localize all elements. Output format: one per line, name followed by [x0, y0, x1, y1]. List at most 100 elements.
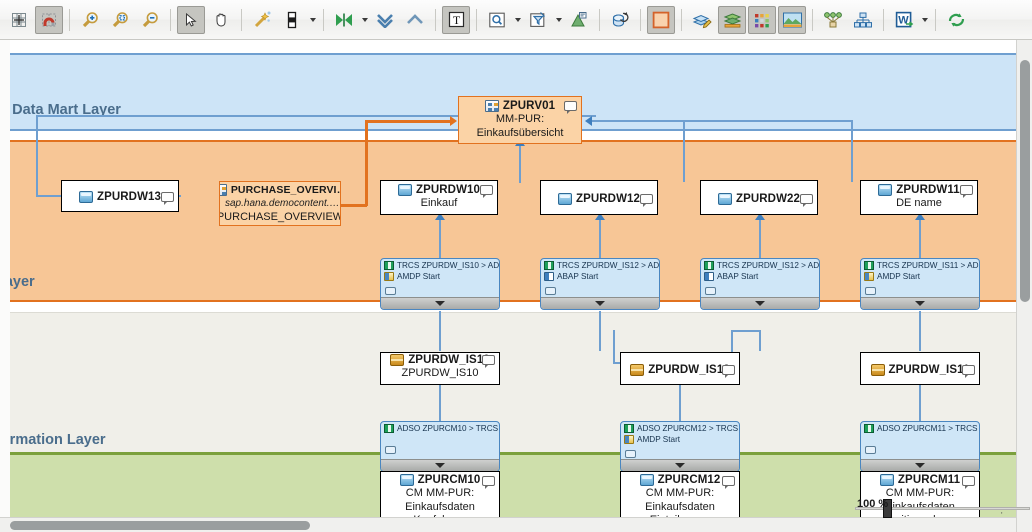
transformation-header: ADSO ZPURCM11 > TRCS ZP…: [861, 422, 979, 433]
sync-refresh-icon[interactable]: [942, 6, 970, 34]
zoom-level-label: 100 %: [857, 498, 889, 510]
node-title: ZPURV01: [502, 100, 556, 112]
comment-bubble-icon[interactable]: [865, 446, 876, 454]
transformation-is22[interactable]: TRCS ZPURDW_IS12 > ADSO… ABAP Start: [700, 258, 820, 310]
chevron-down-icon[interactable]: [512, 7, 523, 33]
find-icon[interactable]: [483, 6, 511, 34]
horizontal-scrollbar[interactable]: [0, 517, 1016, 532]
snap-to-grid-icon[interactable]: [35, 5, 63, 34]
node-zpurdw22[interactable]: ZPURDW22: [700, 180, 818, 215]
comment-bubble-icon[interactable]: [960, 185, 973, 198]
select-pointer-icon[interactable]: [177, 5, 205, 34]
layer-edit-icon[interactable]: [688, 6, 716, 34]
lineage-diagram-canvas[interactable]: al Data Mart Layer Layer formation Layer: [0, 40, 1032, 532]
comment-bubble-icon[interactable]: [161, 192, 174, 205]
chevron-down-icon[interactable]: [307, 7, 318, 33]
filter-icon[interactable]: [524, 6, 552, 34]
comment-bubble-icon[interactable]: [545, 287, 556, 295]
node-zpurv01[interactable]: ZPURV01 MM-PUR: Einkaufsübersicht: [458, 96, 582, 144]
comment-bubble-icon[interactable]: [722, 476, 735, 489]
amdp-start-icon: [384, 272, 394, 281]
transformation-is12[interactable]: TRCS ZPURDW_IS12 > ADSO… ABAP Start: [540, 258, 660, 310]
transformation-cm10[interactable]: ADSO ZPURCM10 > TRCS ZP…: [380, 421, 500, 472]
expand-collapse-handle[interactable]: [541, 297, 659, 309]
comment-bubble-icon[interactable]: [482, 476, 495, 489]
expand-collapse-handle[interactable]: [861, 459, 979, 471]
zoom-out-icon[interactable]: [136, 6, 164, 34]
zoom-slider[interactable]: 100 % ': [855, 498, 1030, 520]
vertical-scrollbar-thumb[interactable]: [1020, 60, 1030, 302]
comment-bubble-icon[interactable]: [480, 185, 493, 198]
node-zpurdw10[interactable]: ZPURDW10 Einkauf: [380, 180, 498, 215]
transformation-cm12[interactable]: ADSO ZPURCM12 > TRCS ZP… AMDP Start: [620, 421, 740, 472]
text-tool-icon[interactable]: T: [442, 5, 470, 34]
transformation-cm11[interactable]: ADSO ZPURCM11 > TRCS ZP…: [860, 421, 980, 472]
layer-show-icon[interactable]: [718, 5, 746, 34]
horizontal-scrollbar-thumb[interactable]: [10, 521, 310, 530]
vertical-scrollbar[interactable]: [1016, 40, 1032, 532]
comment-bubble-icon[interactable]: [385, 287, 396, 295]
node-zpurdw-is11[interactable]: ZPURDW_IS11: [860, 352, 980, 385]
node-zpurdw-is10[interactable]: ZPURDW_IS10 ZPURDW_IS10: [380, 352, 500, 385]
connector-zpurdw11-up: [851, 120, 853, 182]
refresh-data-icon[interactable]: [606, 6, 634, 34]
expand-down-icon[interactable]: [371, 6, 399, 34]
collapse-up-icon[interactable]: [401, 6, 429, 34]
connector-purchase-into-zpurv01: [365, 120, 450, 123]
comment-bubble-icon[interactable]: [482, 355, 495, 368]
node-subtitle-1: MM-PUR:: [495, 113, 545, 125]
pan-hand-icon[interactable]: [207, 6, 235, 34]
toolbar-separator: [241, 8, 242, 31]
export-word-icon[interactable]: W: [890, 6, 918, 34]
magic-wand-icon[interactable]: [248, 6, 276, 34]
chevron-down-icon[interactable]: [359, 7, 370, 33]
comment-bubble-icon[interactable]: [564, 101, 577, 114]
connector-trf-is12-up: [599, 220, 601, 258]
highlight-icon[interactable]: [565, 6, 593, 34]
comment-bubble-icon[interactable]: [800, 193, 813, 207]
column-layout-icon[interactable]: [278, 6, 306, 34]
expand-collapse-handle[interactable]: [381, 297, 499, 309]
transformation-is10[interactable]: TRCS ZPURDW_IS10 > ADSO… AMDP Start: [380, 258, 500, 310]
comment-bubble-icon[interactable]: [705, 287, 716, 295]
color-palette-icon[interactable]: [748, 5, 776, 34]
transformation-start-row: ABAP Start: [701, 270, 819, 281]
show-border-icon[interactable]: [647, 5, 675, 34]
zoom-slider-thumb[interactable]: [883, 499, 892, 518]
chevron-down-icon[interactable]: [553, 7, 564, 33]
node-zpurdw11[interactable]: ZPURDW11 DE name: [860, 180, 978, 215]
grid-icon[interactable]: [5, 6, 33, 34]
comment-bubble-icon[interactable]: [722, 364, 735, 378]
zoom-in-icon[interactable]: [76, 6, 104, 34]
amdp-start-icon: [624, 435, 634, 444]
network-graph-icon[interactable]: [819, 6, 847, 34]
comment-bubble-icon[interactable]: [625, 450, 636, 458]
node-purchase-overview[interactable]: PURCHASE_OVERVI… sap.hana.democontent.… …: [219, 181, 341, 226]
adso-cylinder-icon: [399, 474, 414, 486]
expand-both-icon[interactable]: [330, 6, 358, 34]
expand-collapse-handle[interactable]: [861, 297, 979, 309]
expand-collapse-handle[interactable]: [381, 459, 499, 471]
transformation-is11[interactable]: TRCS ZPURDW_IS11 > ADSO… AMDP Start: [860, 258, 980, 310]
svg-text:W: W: [898, 14, 909, 26]
comment-bubble-icon[interactable]: [962, 476, 975, 489]
zoom-fit-icon[interactable]: [106, 6, 134, 34]
node-zpurdw13[interactable]: ZPURDW13: [61, 180, 179, 212]
zoom-slider-track[interactable]: [855, 507, 1030, 510]
transformation-header: TRCS ZPURDW_IS12 > ADSO…: [541, 259, 659, 270]
chevron-down-icon[interactable]: [919, 7, 930, 33]
node-zpurdw12[interactable]: ZPURDW12: [540, 180, 658, 215]
expand-collapse-handle[interactable]: [621, 459, 739, 471]
comment-bubble-icon[interactable]: [640, 193, 653, 207]
toolbar-separator: [681, 8, 682, 31]
layer-landscape-icon[interactable]: [778, 5, 806, 34]
node-subtitle-1: ZPURDW_IS10: [401, 367, 479, 379]
comment-bubble-icon[interactable]: [962, 364, 975, 378]
hierarchy-tree-icon[interactable]: [849, 6, 877, 34]
comment-bubble-icon[interactable]: [865, 287, 876, 295]
connector-zpurdw22-left: [592, 120, 684, 122]
comment-bubble-icon[interactable]: [385, 446, 396, 454]
node-zpurdw-is12[interactable]: ZPURDW_IS12: [620, 352, 740, 385]
adso-cylinder-icon: [878, 184, 893, 196]
expand-collapse-handle[interactable]: [701, 297, 819, 309]
